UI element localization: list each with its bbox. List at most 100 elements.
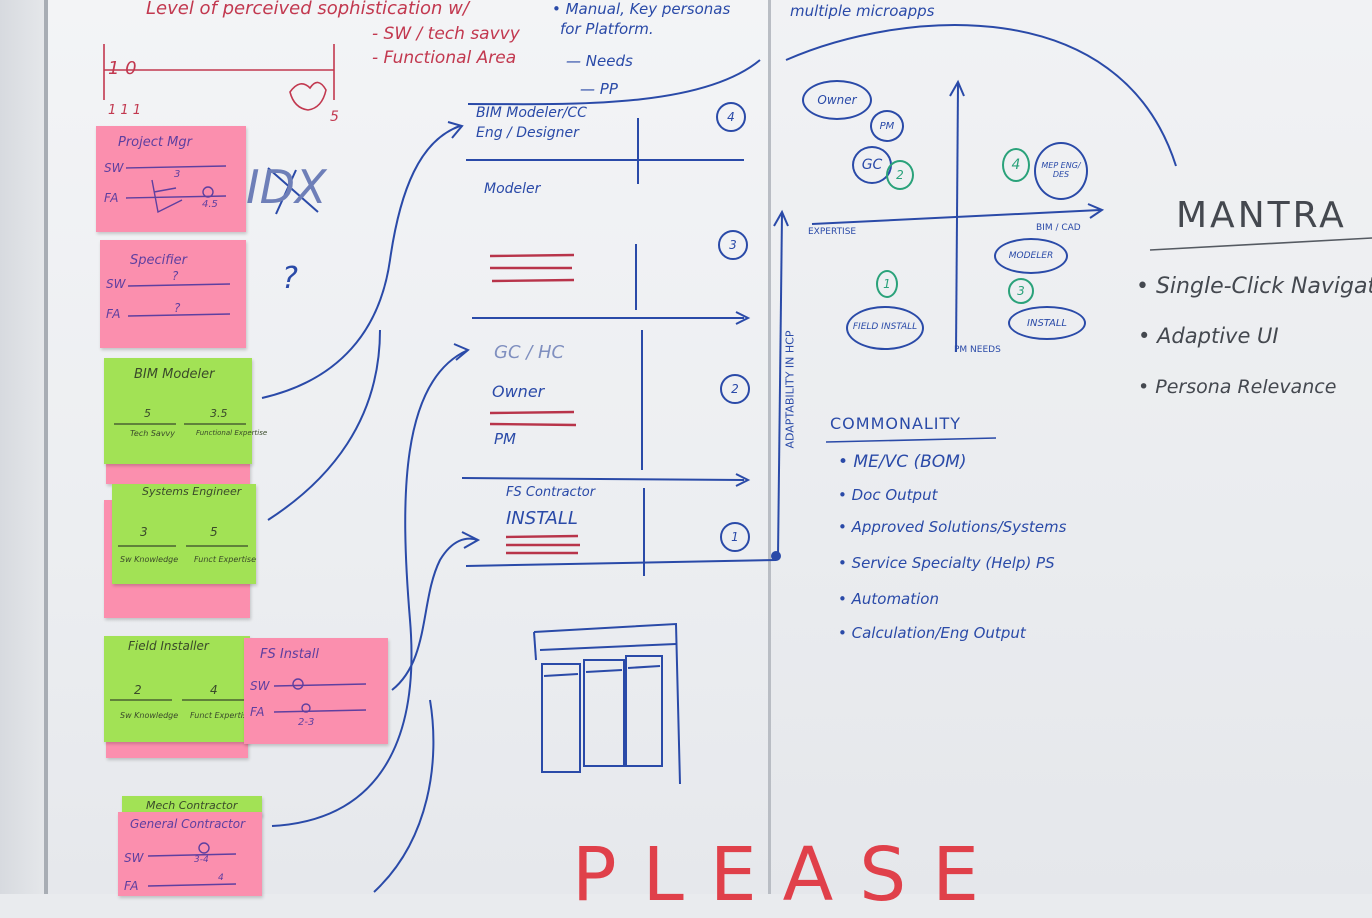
sticky-subtitle: General Contractor bbox=[130, 817, 246, 831]
sticky-caption-1: Tech Savvy bbox=[130, 429, 176, 438]
commonality-item-5: • Automation bbox=[838, 590, 939, 608]
persona-owner: Owner bbox=[802, 80, 872, 120]
sticky-value-fa: 4 bbox=[218, 873, 224, 883]
axis-pm-needs: PM NEEDS bbox=[954, 345, 1001, 355]
sticky-title: Field Installer bbox=[128, 639, 209, 653]
note-pp: — PP bbox=[580, 80, 618, 98]
quadrant-3-badge: 3 bbox=[1008, 278, 1034, 304]
persona-pm: PM bbox=[870, 110, 904, 142]
sticky-caption-1: Sw Knowledge bbox=[120, 711, 179, 720]
sticky-caption-2: Functional Expertise bbox=[196, 429, 268, 437]
sticky-title: FS Install bbox=[260, 647, 319, 662]
quadrant-4-badge: 4 bbox=[1002, 148, 1030, 182]
mantra-item-1: • Single-Click Navigation bbox=[1136, 274, 1372, 299]
sticky-value-sw: 3 bbox=[174, 169, 181, 180]
sticky-label-fa: FA bbox=[250, 705, 265, 719]
panel-seam bbox=[768, 0, 771, 894]
sticky-under-bim bbox=[106, 462, 250, 484]
sticky-fs-install: FS Install SW FA 2-3 bbox=[244, 638, 388, 744]
scale-min: 1 0 bbox=[108, 58, 137, 79]
commonality-item-1: • ME/VC (BOM) bbox=[838, 452, 967, 472]
sticky-bim-modeler: BIM Modeler 5 3.5 Tech Savvy Functional … bbox=[104, 358, 267, 464]
sticky-title: Mech Contractor bbox=[146, 799, 238, 812]
commonality-item-3: • Approved Solutions/Systems bbox=[838, 518, 1067, 536]
sticky-mech-contractor: Mech Contractor bbox=[122, 796, 262, 816]
sticky-label-fa: FA bbox=[106, 307, 121, 321]
sticky-arrows bbox=[114, 423, 246, 425]
sticky-caption-1: Sw Knowledge bbox=[120, 555, 179, 564]
commonality-title: COMMONALITY bbox=[830, 414, 962, 433]
level-2-badge: 2 bbox=[720, 374, 750, 404]
sticky-title: BIM Modeler bbox=[134, 367, 215, 382]
note-functional-area: - Functional Area bbox=[372, 48, 517, 68]
sticky-specifier: Specifier SW FA ? ? bbox=[100, 240, 246, 348]
sticky-scales bbox=[147, 842, 237, 887]
bottom-red-text: PLEASE bbox=[572, 832, 1005, 918]
level4-label-bim: BIM Modeler/CC bbox=[476, 105, 587, 121]
marker-drawings bbox=[103, 24, 1372, 893]
axis-adaptability: ADAPTABILITY IN HCP bbox=[783, 330, 797, 449]
sticky-arrows bbox=[118, 545, 248, 547]
sticky-title: Specifier bbox=[130, 253, 188, 268]
commonality-item-6: • Calculation/Eng Output bbox=[838, 624, 1026, 642]
persona-level-table bbox=[461, 118, 789, 576]
persona-field-install: FIELD INSTALL bbox=[846, 306, 924, 350]
sticky-value-sw: ? bbox=[172, 269, 179, 283]
red-marks bbox=[489, 253, 580, 555]
quadrant-1-badge: 1 bbox=[876, 270, 898, 298]
sticky-value-fa: 4.5 bbox=[202, 199, 218, 210]
sticky-value-fa: ? bbox=[174, 301, 181, 315]
quadrant-2-badge: 2 bbox=[886, 160, 914, 190]
sticky-general-contractor: General Contractor SW FA 3-4 4 bbox=[118, 812, 262, 896]
mantra-item-3: • Persona Relevance bbox=[1138, 376, 1337, 398]
sticky-label-sw: SW bbox=[250, 679, 270, 693]
sticky-value-2: 4 bbox=[210, 683, 218, 697]
level2-label-owner: Owner bbox=[492, 382, 545, 401]
sticky-project-mgr: Project Mgr SW FA 3 4.5 bbox=[96, 126, 246, 232]
sticky-caption-2: Funct Expertise bbox=[190, 711, 253, 720]
sticky-title: Systems Engineer bbox=[142, 485, 242, 498]
sticky-title: Project Mgr bbox=[118, 135, 192, 150]
persona-install: INSTALL bbox=[1008, 306, 1086, 340]
note-microapps: multiple microapps bbox=[790, 2, 935, 20]
level-1-badge: 1 bbox=[720, 522, 750, 552]
sticky-label-sw: SW bbox=[124, 851, 144, 865]
question-mark: ? bbox=[282, 261, 298, 296]
note-platform: for Platform. bbox=[560, 20, 654, 38]
sticky-value-2: 5 bbox=[210, 525, 218, 539]
sticky-systems-engineer: Systems Engineer 3 5 Sw Knowledge Funct … bbox=[112, 484, 256, 584]
sticky-arrows bbox=[110, 699, 244, 701]
scale-max: 5 bbox=[330, 109, 339, 125]
sophistication-scale bbox=[103, 44, 335, 111]
note-needs: — Needs bbox=[566, 52, 633, 70]
sticky-under-field bbox=[106, 740, 248, 758]
sticky-label-fa: FA bbox=[124, 879, 139, 893]
level-3-badge: 3 bbox=[718, 230, 748, 260]
sticky-scales bbox=[125, 165, 227, 214]
note-sw-savvy: - SW / tech savvy bbox=[372, 24, 520, 44]
sticky-value-1: 2 bbox=[134, 683, 142, 697]
persona-mep: MEP ENG/ DES bbox=[1034, 142, 1088, 200]
persona-modeler: MODELER bbox=[994, 238, 1068, 274]
sticky-field-installer: Field Installer 2 4 Sw Knowledge Funct E… bbox=[104, 636, 253, 742]
scale-ticks: 1 1 1 bbox=[108, 103, 142, 118]
sticky-value-1: 5 bbox=[144, 407, 151, 420]
sticky-value-1: 3 bbox=[140, 525, 148, 539]
level4-label-eng: Eng / Designer bbox=[476, 125, 579, 141]
sticky-value-fa: 2-3 bbox=[298, 717, 315, 728]
level1-label-fs: FS Contractor bbox=[506, 485, 596, 500]
sticky-label-sw: SW bbox=[104, 161, 124, 175]
level-4-badge: 4 bbox=[716, 102, 746, 132]
commonality-item-4: • Service Specialty (Help) PS bbox=[838, 554, 1055, 572]
commonality-underline bbox=[825, 437, 997, 443]
sticky-scales bbox=[127, 283, 231, 317]
sticky-value-2: 3.5 bbox=[210, 407, 228, 420]
persona-bim-cad: BIM / CAD bbox=[1036, 223, 1081, 233]
wall-strip bbox=[0, 0, 48, 894]
sticky-caption-2: Funct Expertise bbox=[194, 555, 257, 564]
quadrant-axes bbox=[811, 79, 1105, 353]
idx-scribble bbox=[267, 167, 319, 215]
sticky-label-sw: SW bbox=[106, 277, 126, 291]
connector-arrows bbox=[261, 24, 1177, 893]
